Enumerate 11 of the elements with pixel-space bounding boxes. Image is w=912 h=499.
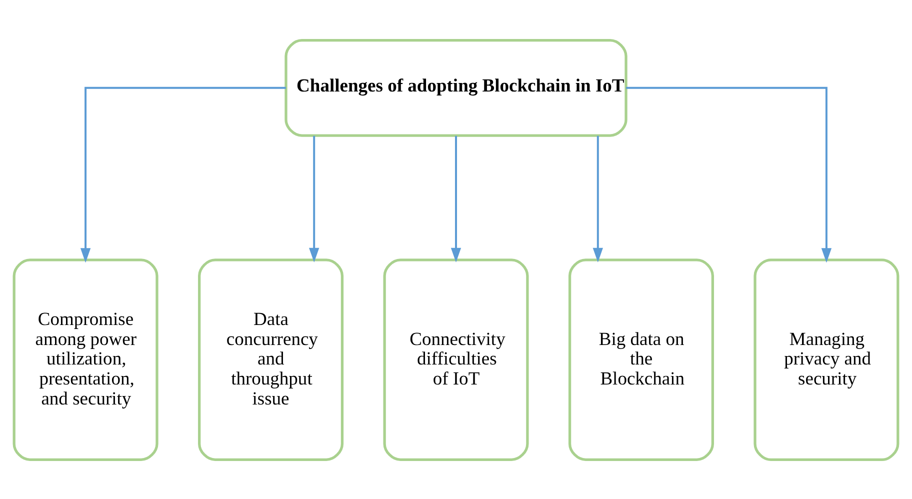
node-box: Data concurrency and throughput issue xyxy=(198,258,344,461)
node-box: Challenges of adopting Blockchain in IoT xyxy=(284,38,628,136)
node-box: Big data on the Blockchain xyxy=(568,258,714,461)
arrow xyxy=(309,135,320,262)
arrow xyxy=(592,135,603,262)
node-box: Managing privacy and security xyxy=(754,258,900,461)
node-box: Connectivity difficulties of IoT xyxy=(383,258,529,461)
arrow xyxy=(626,86,832,262)
arrow xyxy=(450,135,462,262)
arrow xyxy=(80,86,286,262)
node-box: Compromise among power utilization, presentation, and security xyxy=(12,258,158,461)
